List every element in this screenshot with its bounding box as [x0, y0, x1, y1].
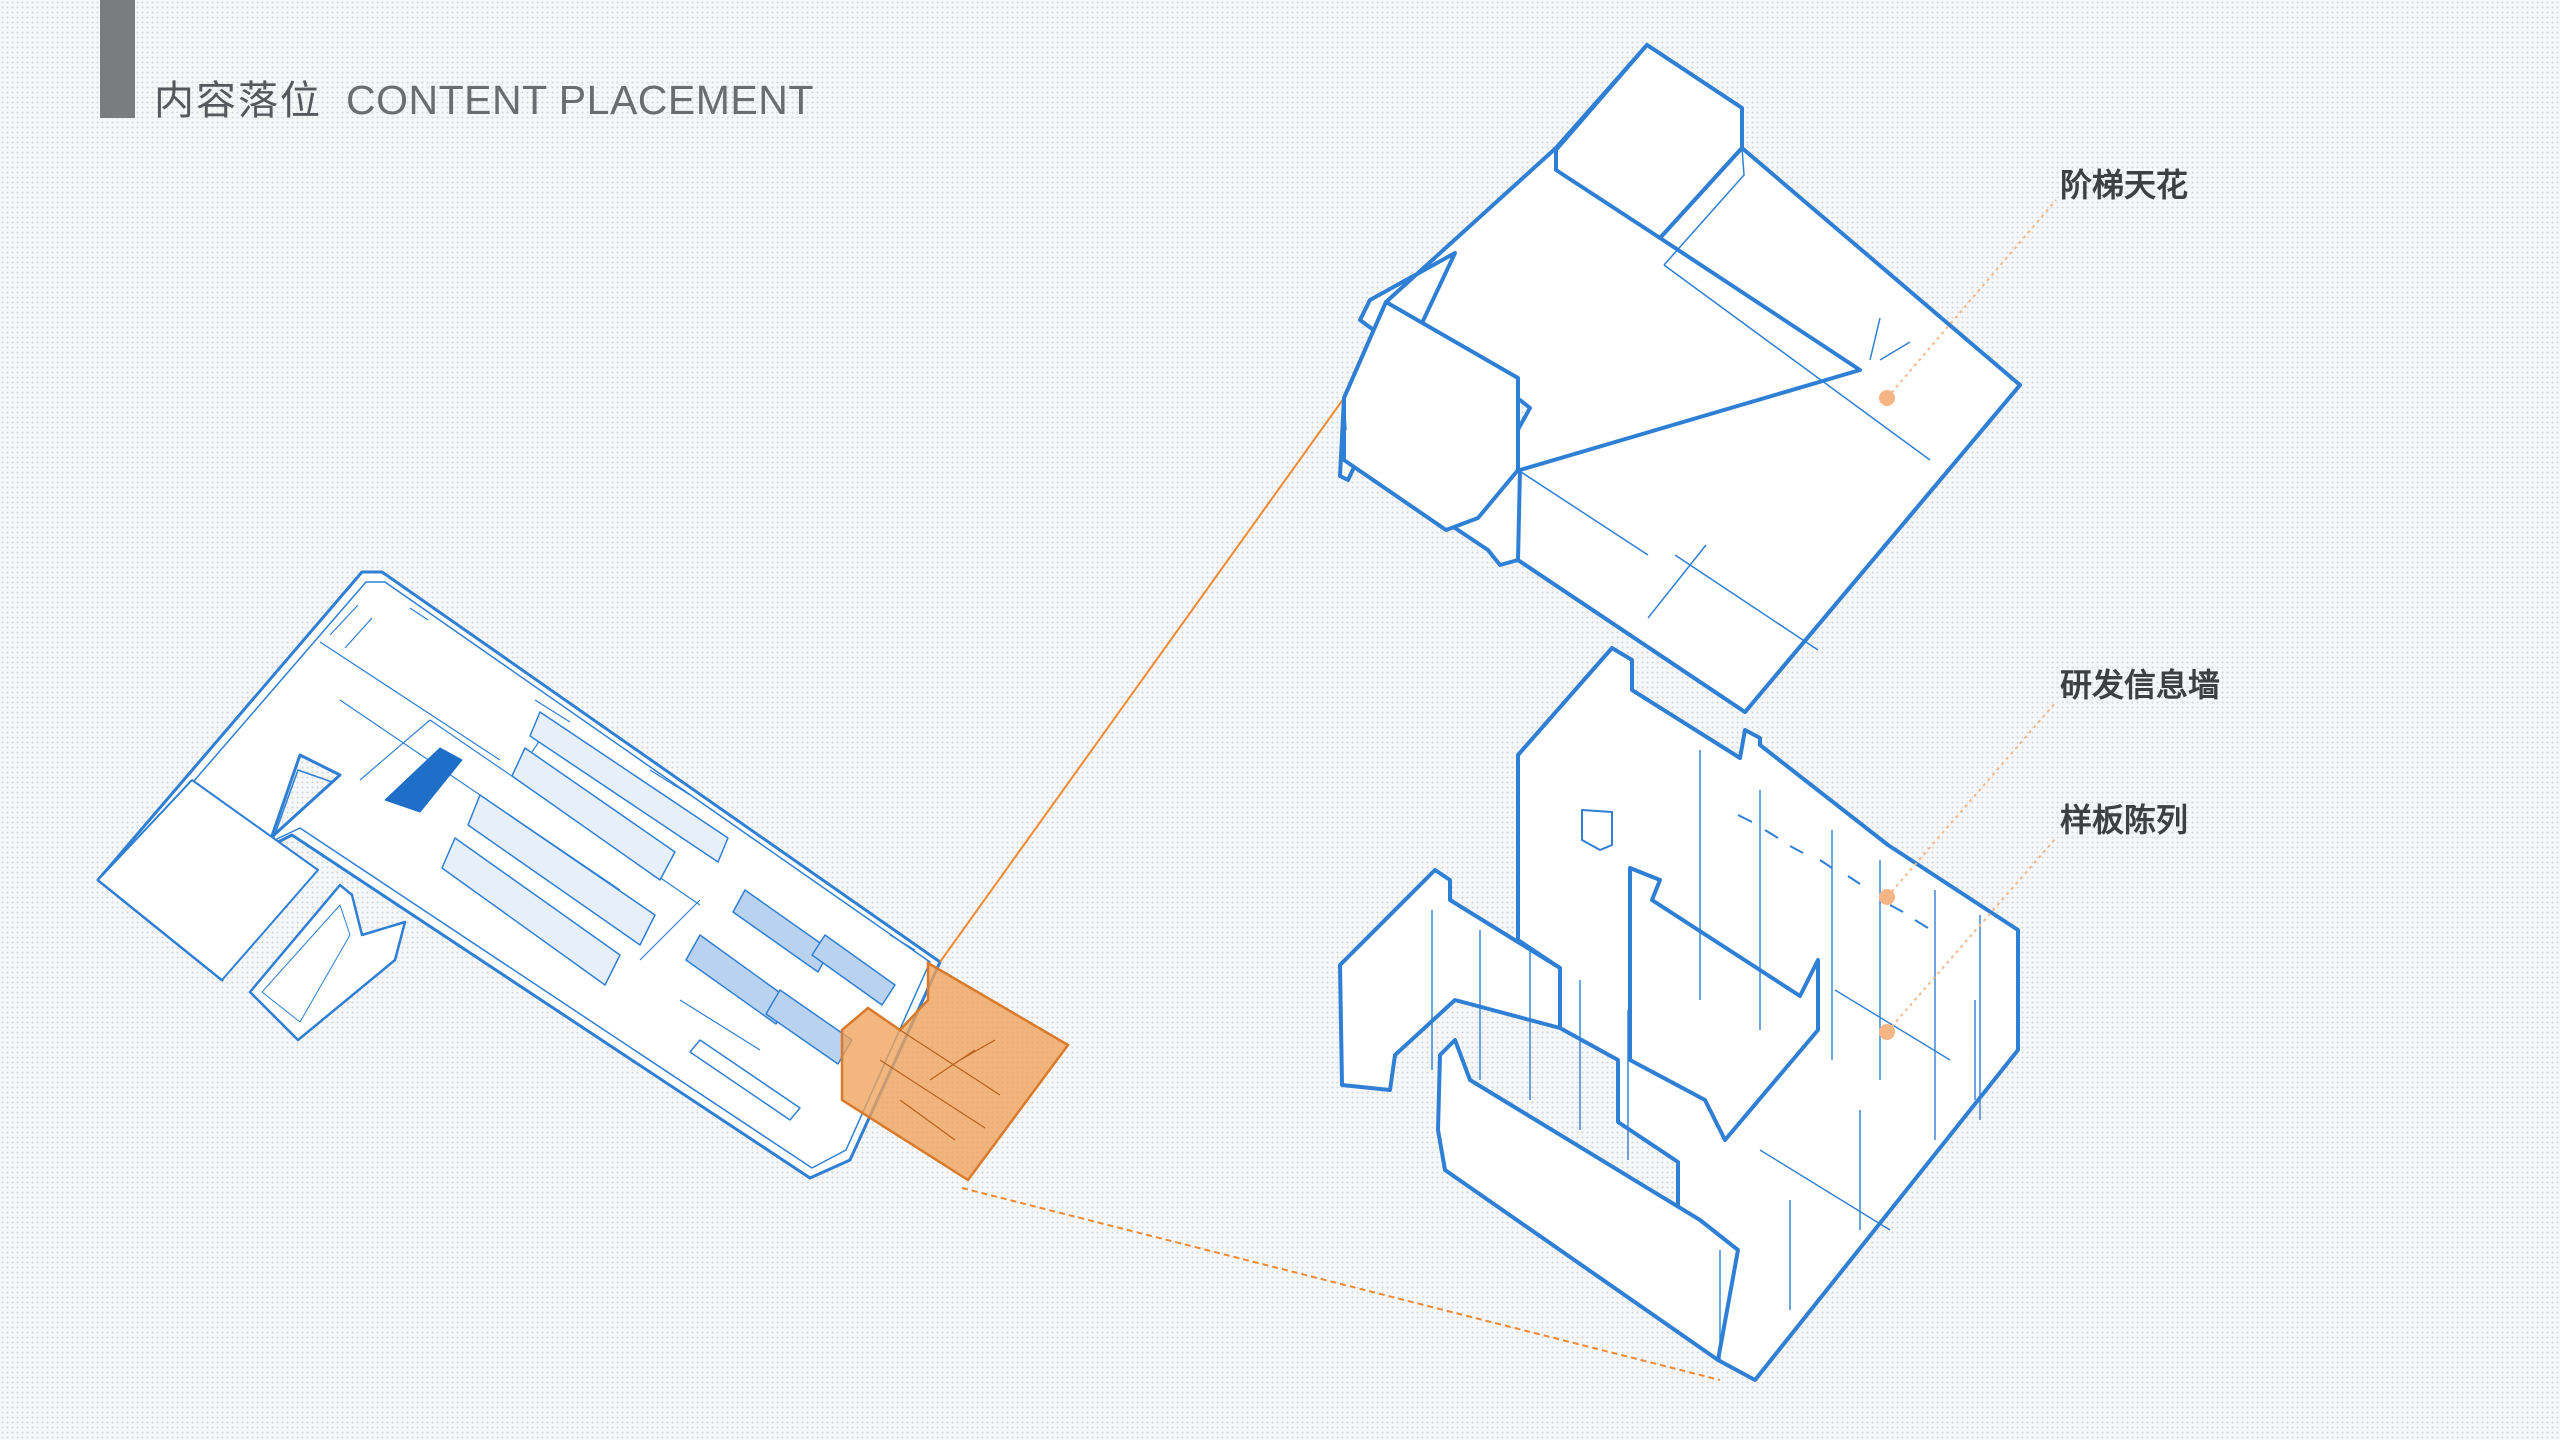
highlighted-area [840, 960, 1070, 1182]
callout-label-ceiling: 阶梯天花 [2060, 166, 2189, 204]
marker-sample [1879, 1024, 1895, 1040]
zoom-line-bottom [961, 1187, 1721, 1381]
shelf-row [732, 889, 831, 973]
marker-ceiling [1879, 390, 1895, 406]
title-accent-bar [100, 0, 135, 118]
ceiling-facets [1343, 147, 1931, 651]
zoom-connector-lines [939, 397, 1721, 1381]
shelving-rows [441, 711, 896, 1065]
page-title-cn: 内容落位 [154, 78, 322, 124]
zoom-line-top [939, 397, 1345, 963]
shelf-row [467, 794, 656, 946]
callout-label-info-wall: 研发信息墙 [2060, 666, 2221, 704]
callout-label-sample: 样板陈列 [2060, 801, 2189, 839]
leader-ceiling [1886, 199, 2057, 399]
display-case [1581, 809, 1613, 851]
marker-info-wall [1879, 889, 1895, 905]
shelf-row [511, 747, 676, 881]
shelf-row [685, 934, 791, 1025]
highlighted-area-fill [840, 960, 1070, 1182]
counter [689, 1039, 801, 1121]
annex-room [248, 883, 407, 1042]
front-wall-lower [1436, 1038, 1740, 1362]
shelf-row [811, 934, 896, 1006]
highlighted-area-detail [879, 1029, 1001, 1141]
page-title-en: CONTENT PLACEMENT [346, 77, 814, 123]
leader-sample [1886, 837, 2057, 1033]
window-strip [329, 604, 916, 951]
floor-plan-overview [96, 570, 942, 1180]
highlight-object [384, 747, 463, 813]
shelf-row [529, 711, 729, 863]
shelf-row [441, 837, 621, 986]
wall-fixtures [1737, 814, 1929, 929]
callout-leaders [1879, 199, 2057, 1040]
left-wing-room [97, 779, 319, 981]
annex-inner [261, 904, 351, 1023]
stepped-ceiling [1338, 43, 2022, 714]
info-wall-inner [1628, 866, 1820, 1142]
page-title: 内容落位 CONTENT PLACEMENT [154, 68, 814, 124]
shelf-row [765, 989, 853, 1065]
front-wall [1338, 868, 1562, 1092]
display-walls [1338, 646, 2020, 1382]
ceiling-arm [1516, 146, 2022, 714]
leader-info-wall [1886, 701, 2057, 898]
